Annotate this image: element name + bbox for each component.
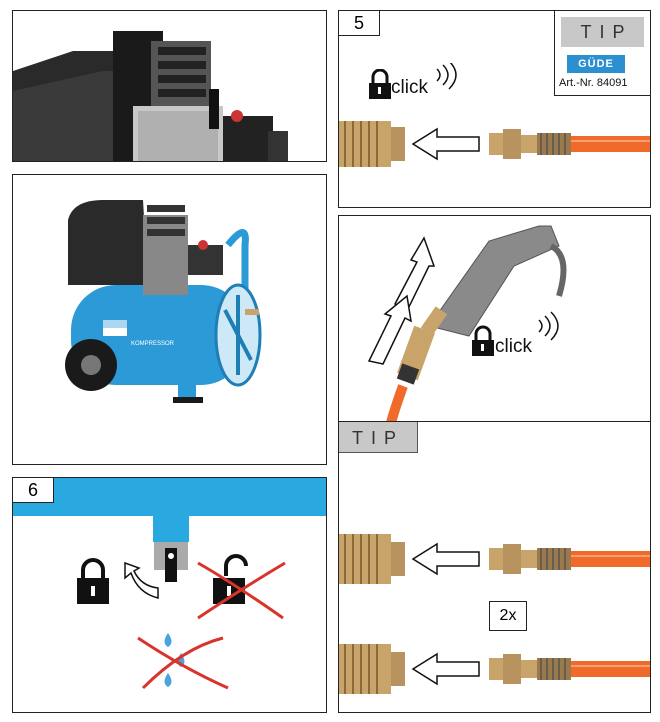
click-label: click — [495, 336, 532, 357]
lock-open-crossed-icon — [197, 554, 286, 620]
coupling-connection-diagram — [339, 121, 650, 167]
panel-compressor-closeup — [12, 10, 327, 162]
sound-waves-icon — [538, 311, 559, 341]
step-number: 6 — [13, 478, 54, 503]
lock-closed-icon — [472, 325, 494, 356]
coupling-connection-diagram — [339, 534, 650, 584]
panel-gun-connection: click — [338, 215, 651, 422]
sound-waves-icon — [436, 63, 457, 90]
hose-plug-icon — [489, 129, 650, 159]
rotate-arrow-icon — [124, 561, 159, 599]
tip-label: TIP — [339, 422, 418, 453]
lock-closed-icon — [77, 558, 109, 604]
step-number: 5 — [339, 11, 380, 36]
arrow-left-icon — [411, 542, 480, 576]
brand-logo: GÜDE — [567, 55, 625, 73]
lock-closed-icon — [369, 69, 391, 99]
arrow-left-icon — [411, 127, 480, 161]
water-drops-crossed-icon — [137, 633, 229, 690]
quick-coupling-icon — [339, 121, 405, 167]
compressor-closeup-image — [13, 11, 326, 161]
article-number: Art.-Nr. 84091 — [559, 77, 628, 89]
drain-diagram — [13, 478, 326, 690]
panel-step-5: 5 TIP GÜDE Art.-Nr. 84091 click — [338, 10, 651, 208]
tank-label: KOMPRESSOR — [131, 341, 175, 347]
brand-logo-icon — [103, 320, 127, 336]
compressor-full-image: KOMPRESSOR — [65, 200, 262, 403]
coupling-connection-diagram — [339, 644, 650, 694]
arrow-left-icon — [411, 652, 480, 686]
tip-label: TIP — [561, 17, 644, 47]
arrow-up-icon — [367, 294, 412, 365]
panel-compressor-full: KOMPRESSOR — [12, 174, 327, 465]
tip-badge: TIP GÜDE Art.-Nr. 84091 — [554, 11, 650, 96]
arrow-down-icon — [394, 236, 436, 313]
panel-tip: TIP 2x — [338, 421, 651, 713]
panel-step-6: 6 — [12, 477, 327, 713]
air-gun-diagram — [367, 225, 567, 421]
click-label: click — [391, 77, 428, 98]
repeat-count-badge: 2x — [489, 601, 527, 631]
